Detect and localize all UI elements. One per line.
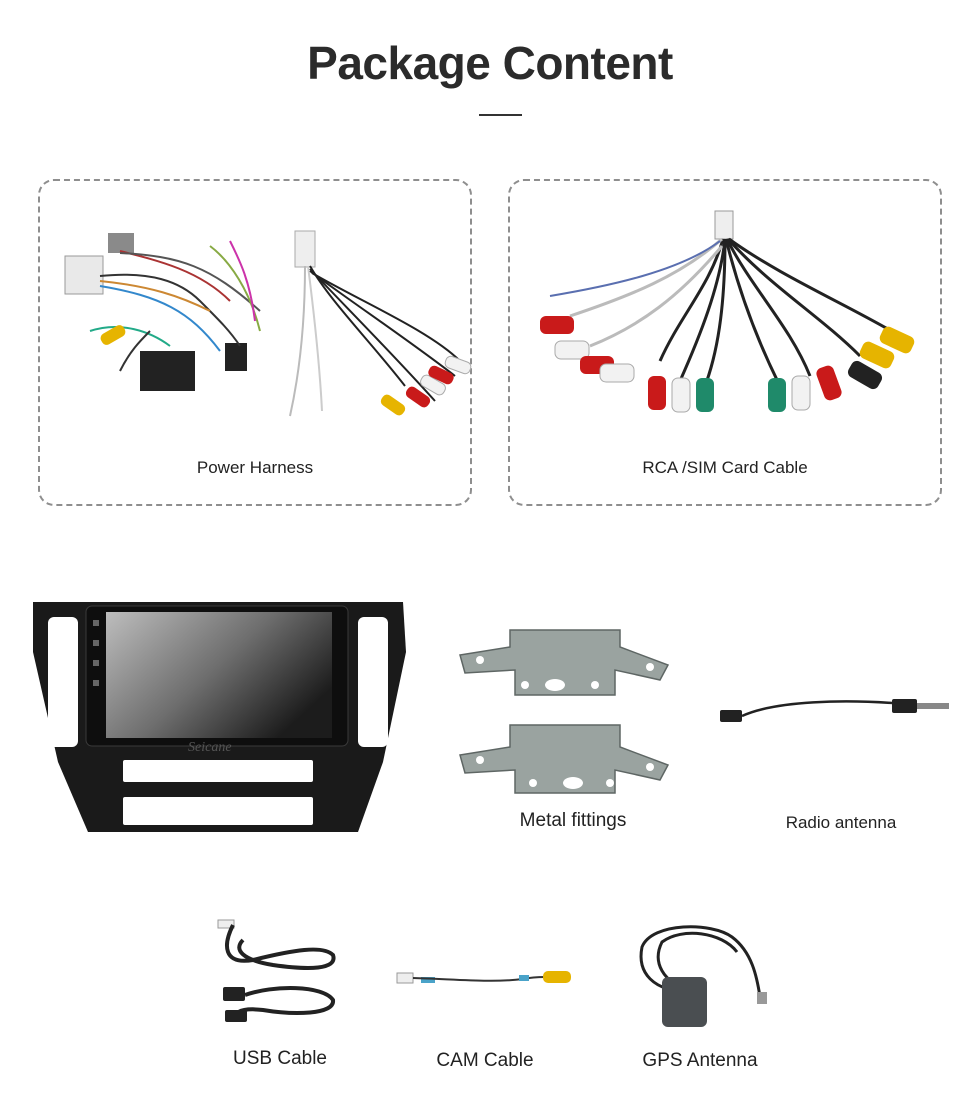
cam-cable-label: CAM Cable [436, 1050, 534, 1071]
usb-cable-label: USB Cable [233, 1048, 327, 1069]
power-harness-image [64, 230, 472, 417]
gps-antenna-image [639, 925, 767, 1027]
rca-sim-cable-label: RCA /SIM Card Cable [642, 458, 808, 477]
radio-antenna-image [720, 699, 949, 722]
brand-logo: Seicane [188, 740, 232, 755]
cam-cable-image [396, 971, 571, 984]
rca-sim-cable-image [540, 210, 915, 413]
usb-cable-image [217, 919, 336, 1022]
head-unit-image [33, 602, 406, 832]
gps-antenna-label: GPS Antenna [642, 1050, 758, 1071]
page-title: Package Content [307, 37, 673, 89]
metal-fittings-label: Metal fittings [519, 810, 627, 831]
power-harness-label: Power Harness [196, 458, 314, 477]
title-divider [479, 114, 522, 116]
metal-fittings-image [459, 629, 670, 794]
power-harness-card: Power Harness [38, 179, 472, 506]
rca-sim-card-cable-card: RCA /SIM Card Cable [508, 179, 942, 506]
radio-antenna-label: Radio antenna [785, 813, 897, 832]
